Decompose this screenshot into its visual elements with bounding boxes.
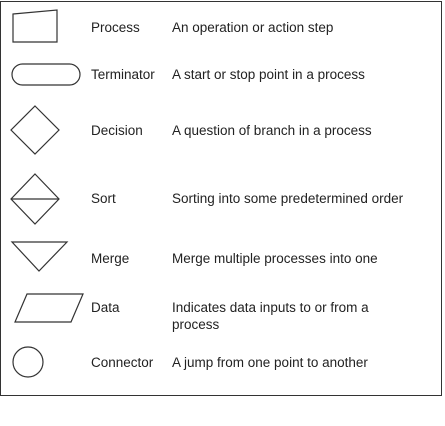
symbol-name: Merge [91,251,130,266]
symbol-description: Merge multiple processes into one [172,251,378,266]
symbol-name: Sort [91,191,116,206]
symbol-name: Process [91,20,140,35]
symbol-description: A start or stop point in a process [172,67,365,82]
symbol-description: A question of branch in a process [172,123,372,138]
symbol-description: Sorting into some predetermined order [172,191,404,206]
merge-triangle-icon [10,241,69,272]
sort-diamond-icon [10,173,60,225]
flowchart-symbol-legend: Process An operation or action step Term… [0,1,442,396]
terminator-pill-icon [11,63,81,86]
symbol-description: A jump from one point to another [172,355,368,370]
symbol-name: Decision [91,123,143,138]
symbol-name: Data [91,300,120,315]
symbol-description: Indicates data inputs to or from a proce… [172,300,369,332]
connector-circle-icon [12,346,44,378]
symbol-name: Terminator [91,67,155,82]
process-rectangle-icon [12,9,58,43]
data-parallelogram-icon [14,293,84,323]
decision-diamond-icon [10,105,60,155]
symbol-name: Connector [91,355,154,370]
symbol-description: An operation or action step [172,20,334,35]
